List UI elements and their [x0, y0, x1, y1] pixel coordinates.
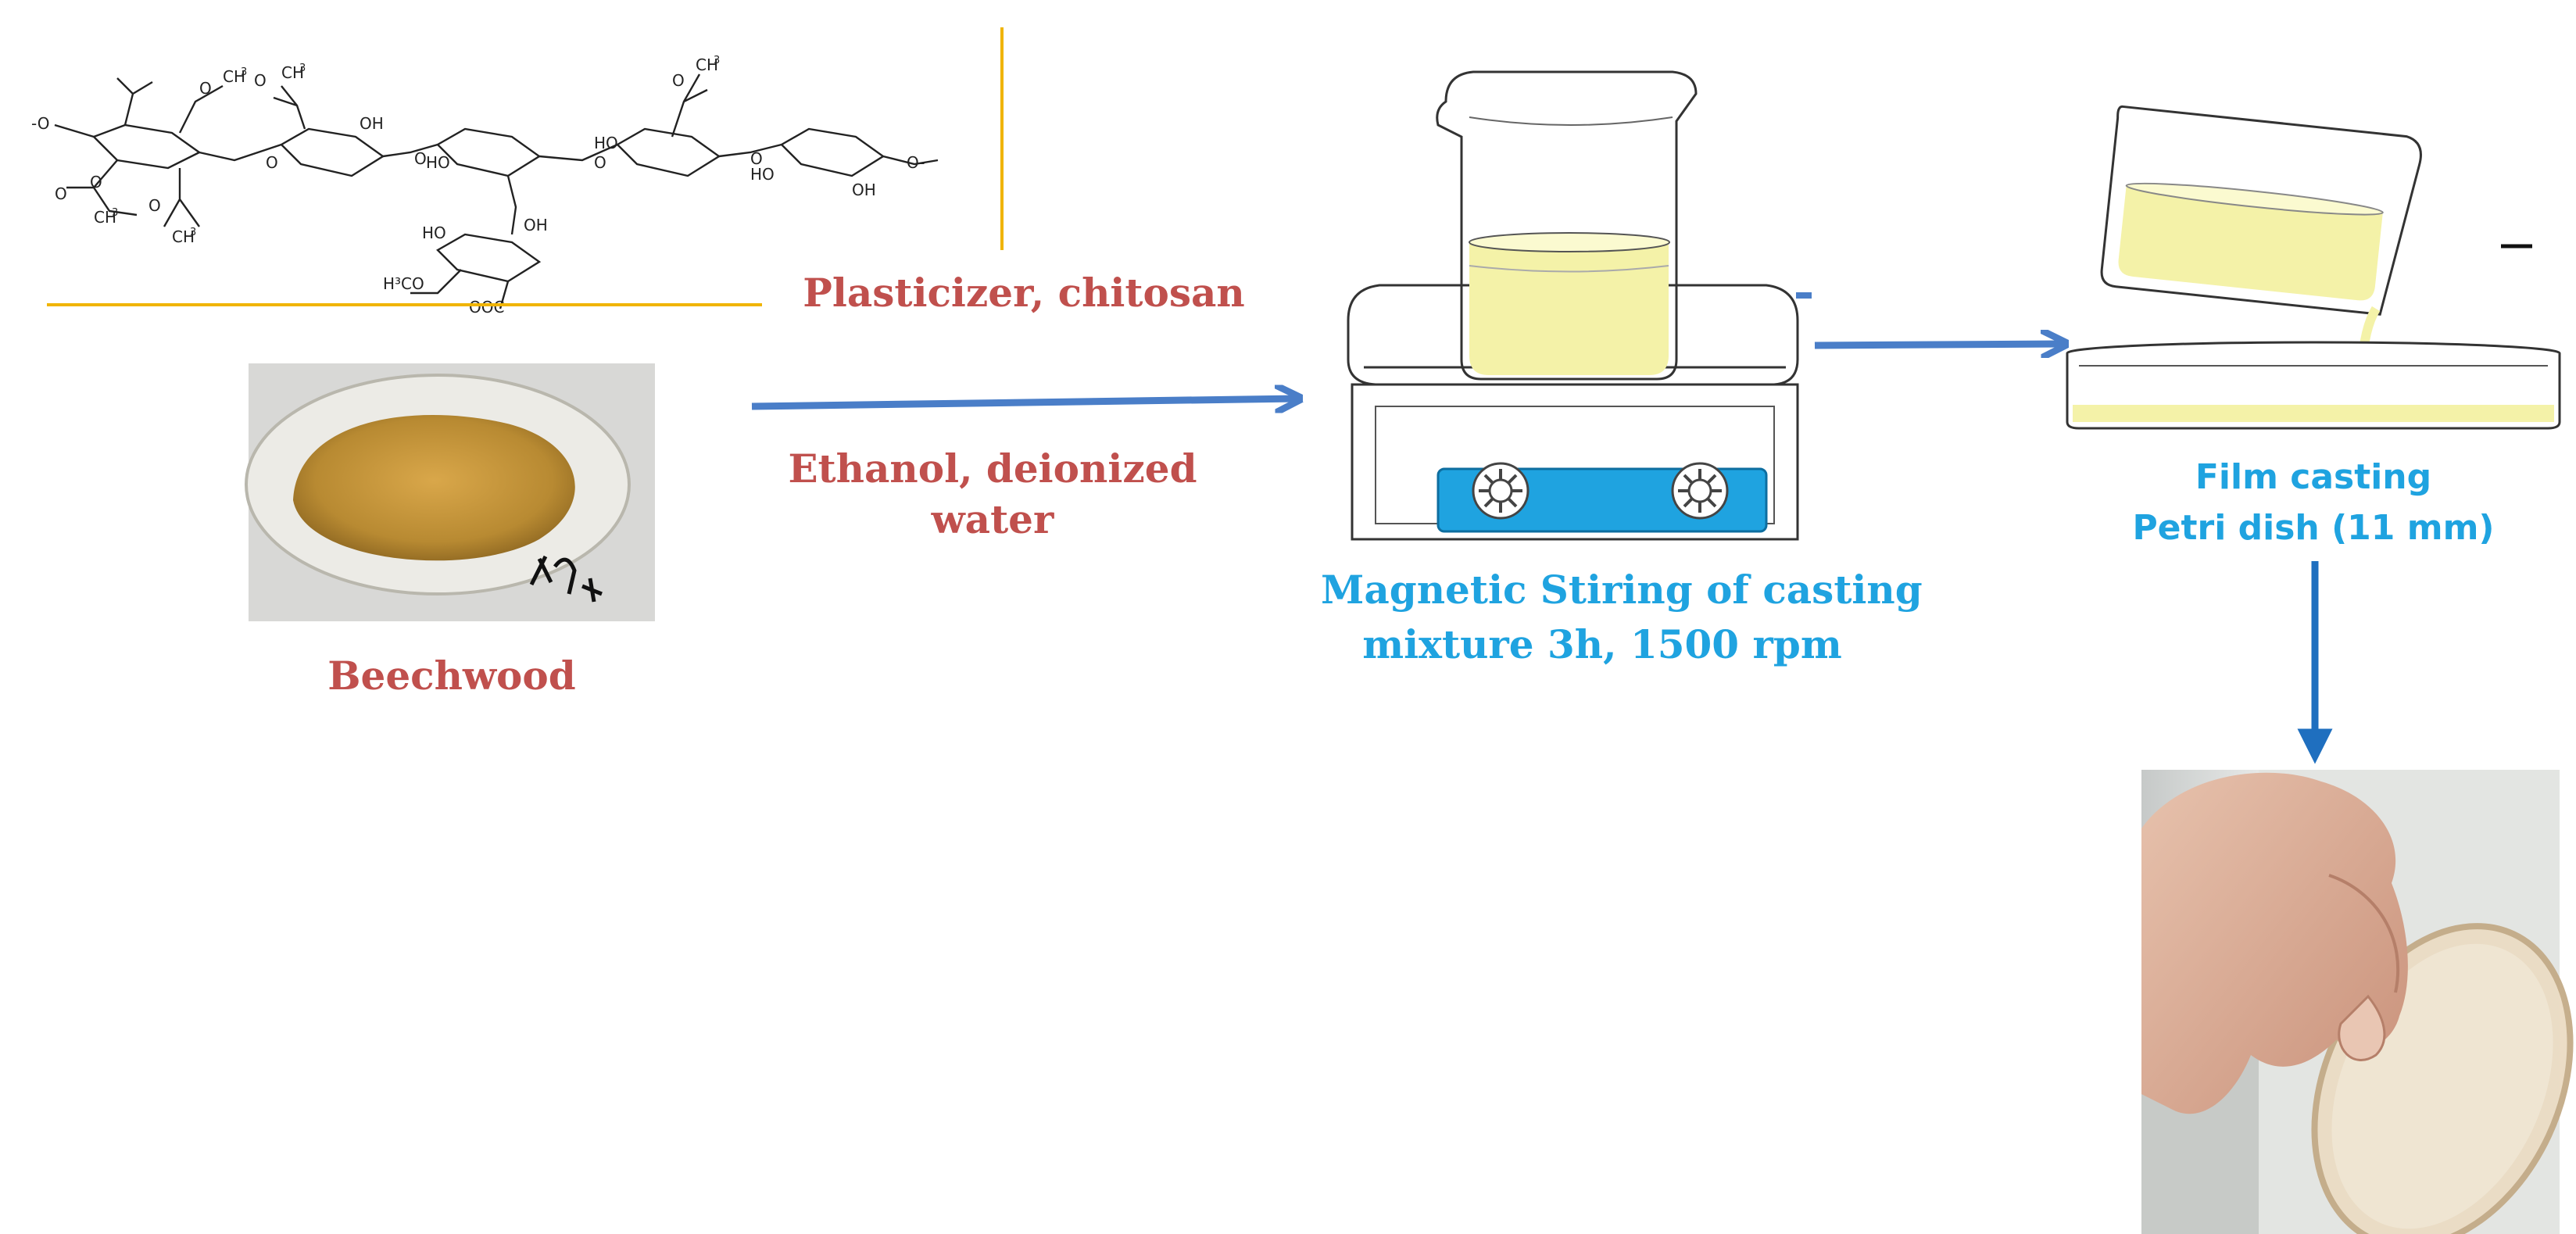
svg-text:3: 3	[112, 207, 118, 219]
xylan-structure: -O O CH 3 O O CH 3 O CH 3 O O CH 3 OH O …	[31, 55, 939, 317]
svg-text:3: 3	[190, 227, 196, 238]
svg-text:-O: -O	[31, 114, 50, 133]
svg-text:CH: CH	[281, 63, 304, 82]
svg-text:O: O	[750, 149, 763, 168]
svg-text:O-: O-	[907, 153, 925, 172]
stirring-label-line1: Magnetic Stiring of casting	[1321, 567, 1923, 613]
reagents-top-label: Plasticizer, chitosan	[803, 270, 1245, 316]
film-photo	[2141, 770, 2574, 1234]
structure-labels: -O O CH 3 O O CH 3 O CH 3 O O CH 3 OH O …	[31, 55, 925, 317]
svg-text:CH: CH	[94, 208, 116, 227]
svg-text:O: O	[90, 173, 102, 191]
svg-text:OH: OH	[360, 114, 384, 133]
svg-text:CH: CH	[696, 55, 718, 74]
svg-text:3: 3	[241, 66, 247, 78]
svg-text:O: O	[199, 79, 212, 98]
reagents-bottom-label-line1: Ethanol, deionized	[788, 445, 1197, 492]
svg-text:OH: OH	[852, 181, 876, 199]
arrow-to-casting	[1814, 344, 2063, 345]
svg-text:HO: HO	[594, 134, 618, 152]
magnetic-stirrer	[1347, 70, 1799, 541]
casting-label-line1: Film casting	[2195, 457, 2432, 497]
svg-text:CH: CH	[172, 227, 195, 246]
svg-text:HO: HO	[426, 153, 450, 172]
svg-text:CH: CH	[223, 67, 245, 86]
petri-dish	[2066, 341, 2561, 430]
svg-text:O: O	[55, 184, 67, 203]
svg-text:O: O	[266, 153, 278, 172]
svg-text:O: O	[148, 196, 161, 215]
sugar-ring-1	[91, 123, 202, 170]
svg-text:3: 3	[299, 63, 306, 74]
svg-text:O: O	[672, 71, 685, 90]
svg-text:OOC: OOC	[469, 298, 504, 317]
sugar-ring-2	[280, 127, 385, 177]
svg-text:HO: HO	[422, 224, 446, 242]
svg-text:OH: OH	[524, 216, 548, 234]
sugar-ring-4	[616, 127, 721, 177]
sugar-ring-branch	[436, 233, 542, 283]
svg-text:O: O	[254, 71, 267, 90]
knob-left-icon	[1472, 462, 1530, 520]
svg-text:H³CO: H³CO	[383, 274, 424, 293]
pouring-beaker	[2100, 105, 2422, 316]
knob-right-icon	[1671, 462, 1729, 520]
stirring-label-line2: mixture 3h, 1500 rpm	[1362, 621, 1842, 667]
arrow-to-stirring	[751, 399, 1297, 406]
svg-text:3: 3	[714, 55, 720, 66]
sugar-ring-3	[436, 127, 542, 177]
film-casting-illustration	[2066, 105, 2561, 430]
casting-label-line2: Petri dish (11 mm)	[2132, 508, 2495, 548]
svg-text:O: O	[594, 153, 606, 172]
beechwood-photo	[245, 363, 655, 621]
svg-text:O: O	[414, 149, 427, 168]
svg-text:HO: HO	[750, 165, 775, 184]
beaker	[1436, 70, 1698, 381]
reagents-bottom-label-line2: water	[931, 496, 1054, 542]
beechwood-label: Beechwood	[327, 653, 576, 699]
sugar-ring-5	[780, 127, 886, 177]
